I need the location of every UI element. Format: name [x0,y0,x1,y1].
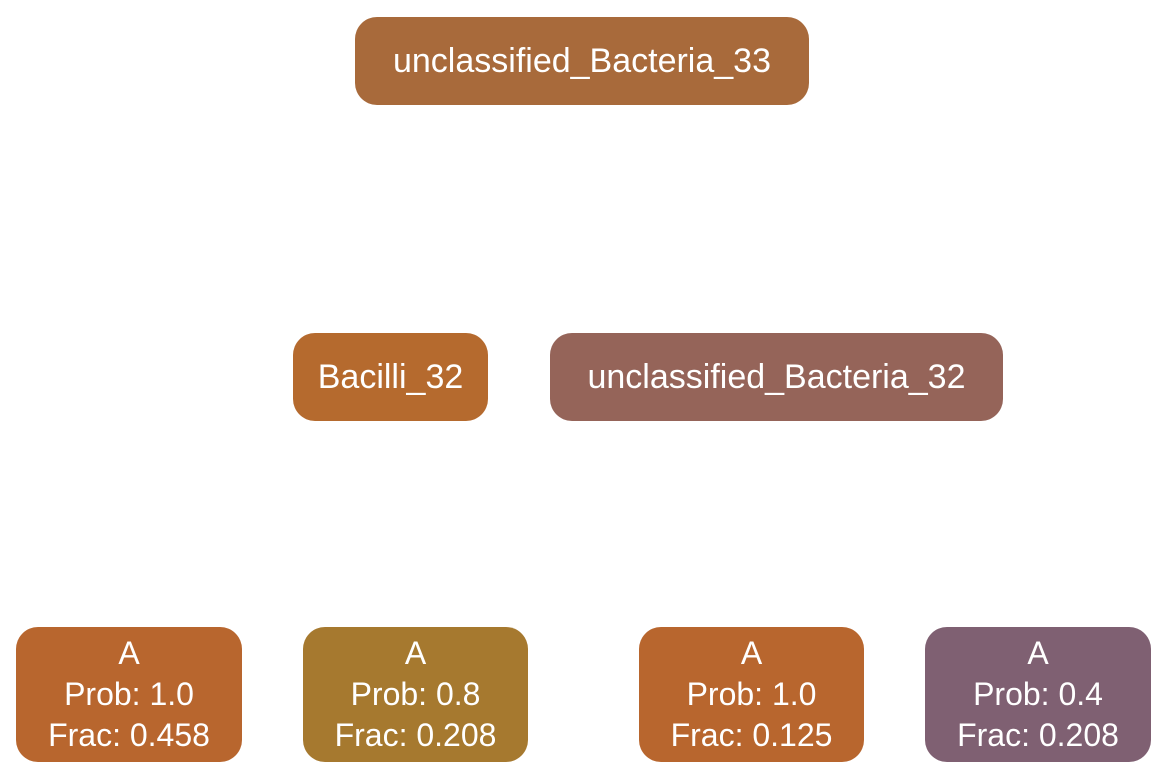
leaf-frac: Frac: 0.125 [670,717,833,753]
node-unclassified-bacteria-32: unclassified_Bacteria_32 [550,333,1003,421]
node-label: unclassified_Bacteria_32 [587,358,966,396]
leaf-name: A [404,635,427,671]
leaf-name: A [740,635,763,671]
node-label: Bacilli_32 [317,358,464,396]
node-bacilli-32: Bacilli_32 [293,333,488,421]
leaf-name: A [1027,635,1049,671]
leaf-node-1: A Prob: 1.0 Frac: 0.458 [16,627,242,762]
leaf-name: A [118,635,140,671]
leaf-frac: Frac: 0.208 [334,717,497,753]
leaf-prob: Prob: 1.0 [686,676,817,712]
leaf-prob: Prob: 0.4 [973,676,1103,712]
leaf-prob: Prob: 1.0 [64,676,194,712]
leaf-prob: Prob: 0.8 [350,676,481,712]
leaf-frac: Frac: 0.208 [957,717,1119,753]
node-label: unclassified_Bacteria_33 [392,42,772,80]
leaf-node-4: A Prob: 0.4 Frac: 0.208 [925,627,1151,762]
leaf-frac: Frac: 0.458 [48,717,210,753]
node-unclassified-bacteria-33: unclassified_Bacteria_33 [355,17,809,105]
leaf-node-2: A Prob: 0.8 Frac: 0.208 [303,627,528,762]
leaf-node-3: A Prob: 1.0 Frac: 0.125 [639,627,864,762]
